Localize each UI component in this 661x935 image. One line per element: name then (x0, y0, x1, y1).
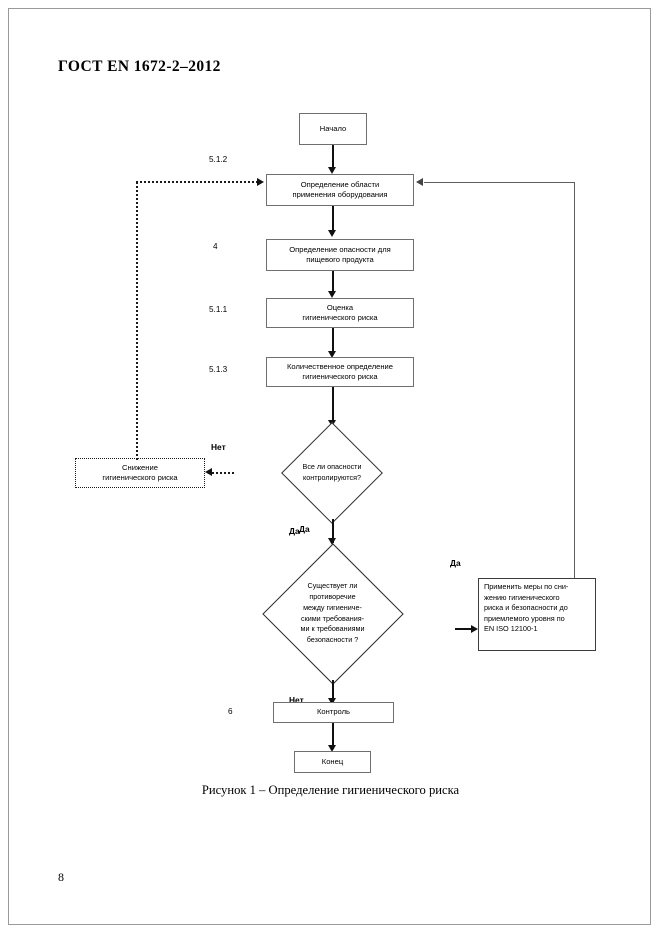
loopback-reduction-vertical (136, 182, 138, 460)
connector-decision2-to-measures (455, 628, 475, 630)
connector-assessment-to-quant (332, 328, 334, 355)
decision-hazards-shape (281, 422, 383, 524)
flow-node-quantification: Количественное определение гигиеническог… (266, 357, 414, 387)
flow-node-end: Конец (294, 751, 371, 773)
flow-node-hazard-line1: Определение опасности для (289, 244, 391, 254)
clause-label-4: 4 (213, 242, 218, 251)
flow-node-hazard-line2: пищевого продукта (306, 255, 374, 264)
flow-node-end-label: Конец (321, 756, 344, 766)
connector-start-to-scope (332, 145, 334, 171)
connector-control-to-end (332, 723, 334, 749)
branch-label-conflict-yes-top: Да (299, 524, 310, 534)
branch-label-conflict-yes-right: Да (450, 558, 461, 568)
flow-node-scope-line1: Определение области (300, 179, 380, 189)
loopback-reduction-horizontal (136, 181, 258, 183)
flow-node-assessment: Оценка гигиенического риска (266, 298, 414, 328)
measures-line3-text: риска и безопасности до (484, 603, 568, 613)
connector-scope-to-hazard (332, 206, 334, 234)
arrow-control-to-end (328, 745, 336, 752)
flow-node-decision-hazards: Все ли опасности контролируются? (229, 422, 435, 524)
flow-node-quantification-line2: гигиенического риска (302, 372, 378, 381)
measures-line4-text: приемлемого уровня по (484, 613, 565, 623)
flow-node-assessment-line2: гигиенического риска (302, 313, 378, 322)
connector-quant-to-decision1 (332, 387, 334, 425)
flow-node-hazard: Определение опасности для пищевого проду… (266, 239, 414, 271)
page-number: 8 (58, 870, 64, 884)
branch-label-hazards-yes: Да (289, 526, 300, 536)
flow-node-start-label: Начало (319, 123, 347, 133)
measures-line3: риска и безопасности до (484, 603, 590, 614)
connector-decision2-to-control (332, 680, 334, 702)
flow-node-control: Контроль (273, 702, 394, 723)
measures-line2: жению гигиенического (484, 593, 590, 604)
flow-node-scope-line2: применения оборудования (292, 190, 388, 199)
clause-label-512: 5.1.2 (209, 155, 228, 164)
flow-node-start: Начало (299, 113, 367, 145)
arrow-decision1-to-reduction (205, 468, 212, 476)
flow-node-control-label: Контроль (317, 707, 350, 717)
branch-label-conflict-no: Нет (289, 695, 304, 705)
document-standard-header: ГОСТ EN 1672-2–2012 (58, 58, 221, 75)
connector-decision1-to-decision2 (332, 519, 334, 543)
arrow-start-to-scope (328, 167, 336, 174)
figure-caption: Рисунок 1 – Определение гигиенического р… (201, 783, 460, 797)
loopback-measures-horizontal (424, 182, 575, 183)
arrow-loopback-to-scope (257, 178, 264, 186)
branch-label-hazards-no: Нет (211, 442, 226, 452)
arrow-scope-to-hazard (328, 230, 336, 237)
measures-line4: приемлемого уровня по (484, 614, 590, 625)
flow-node-measures: Применить меры по сни- жению гигиеническ… (478, 578, 596, 651)
measures-line2-text: жению гигиенического (484, 592, 560, 602)
clause-label-513: 5.1.3 (209, 365, 228, 374)
measures-line1-text: Применить меры по сни- (484, 582, 569, 591)
arrow-decision2-to-control (328, 698, 336, 705)
arrow-assessment-to-quant (328, 351, 336, 358)
flow-node-risk-reduction: Снижение гигиенического риска (75, 458, 205, 488)
flow-node-risk-reduction-line1: Снижение (122, 462, 158, 472)
flow-node-quantification-line1: Количественное определение (286, 361, 394, 371)
measures-line5-text: EN ISO 12100-1 (484, 624, 538, 634)
connector-hazard-to-assessment (332, 271, 334, 295)
arrow-decision2-to-measures (471, 625, 478, 633)
flow-node-assessment-line1: Оценка (326, 302, 354, 312)
decision-conflict-shape (261, 542, 404, 685)
measures-line5: EN ISO 12100-1 (484, 624, 590, 635)
clause-label-6: 6 (228, 707, 233, 716)
clause-label-511: 5.1.1 (209, 305, 228, 314)
connector-decision1-to-reduction (212, 472, 234, 474)
arrow-measures-loopback-to-scope (416, 178, 423, 186)
flow-node-scope: Определение области применения оборудова… (266, 174, 414, 206)
flow-node-decision-conflict: Существует ли противоречие между гигиени… (194, 542, 471, 685)
arrow-decision1-to-decision2 (328, 538, 336, 545)
flow-node-measures-text: Применить меры по сни- жению гигиеническ… (479, 579, 595, 638)
measures-line1: Применить меры по сни- (484, 582, 590, 593)
loopback-measures-vertical (574, 182, 575, 578)
flow-node-risk-reduction-line2: гигиенического риска (102, 473, 178, 482)
arrow-hazard-to-assessment (328, 291, 336, 298)
